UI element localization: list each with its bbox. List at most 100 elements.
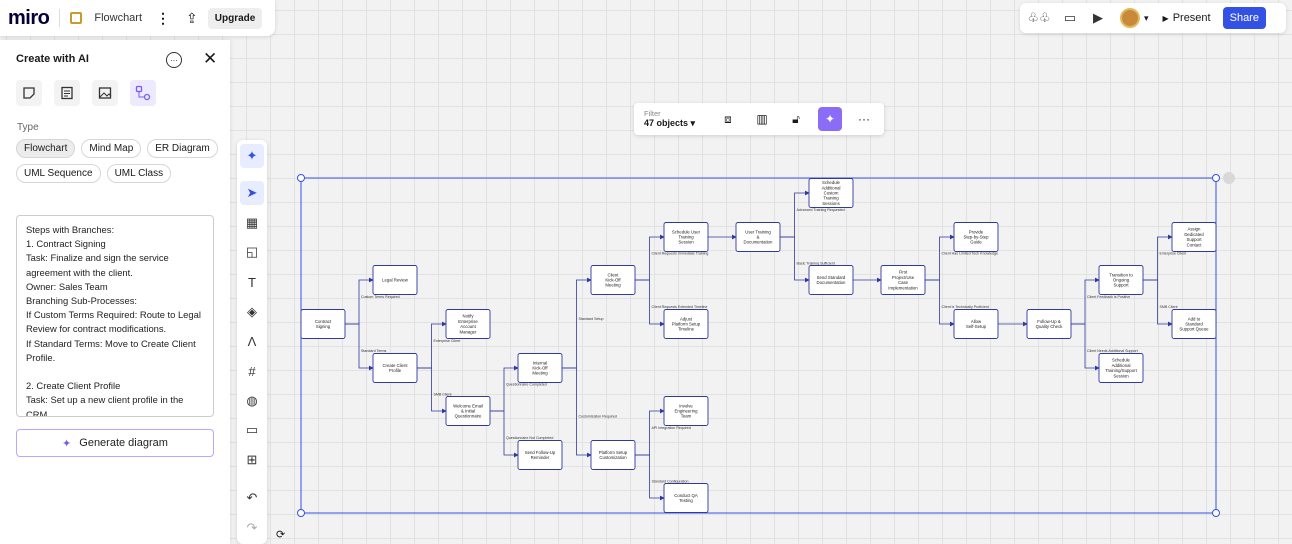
connector-n8-n10[interactable]: [635, 234, 665, 281]
connector-n6-n8[interactable]: [562, 277, 592, 369]
feedback-icon[interactable]: …: [166, 52, 182, 68]
templates-icon[interactable]: ▦: [245, 215, 259, 230]
sticky-note-icon[interactable]: ◱: [245, 244, 259, 259]
undo-icon[interactable]: ↶: [246, 490, 258, 505]
reactions-icon[interactable]: ♧♧: [1027, 10, 1051, 25]
drag-handle[interactable]: [1223, 172, 1235, 184]
node-box[interactable]: [735, 222, 781, 252]
selection-frame[interactable]: [300, 177, 1217, 514]
chevron-down-icon[interactable]: ▾: [1144, 12, 1149, 23]
format-icon[interactable]: ▥: [756, 112, 768, 126]
select-tool-icon[interactable]: ➤: [240, 181, 264, 205]
node-box[interactable]: [590, 440, 636, 470]
selection-handles[interactable]: [297, 174, 1220, 517]
connector-n21-n23[interactable]: [1143, 234, 1173, 281]
connector-n21-n24[interactable]: [1143, 279, 1173, 327]
node-box[interactable]: [1171, 222, 1217, 252]
connector-n14-n16[interactable]: [780, 236, 810, 283]
chip-mind-map[interactable]: Mind Map: [81, 139, 142, 158]
export-icon[interactable]: ⇪: [186, 9, 198, 26]
node-box[interactable]: [1098, 353, 1144, 383]
node-box[interactable]: [372, 353, 418, 383]
node-box[interactable]: [590, 265, 636, 295]
sticky-note-mode-icon[interactable]: [16, 80, 42, 106]
palette-icon[interactable]: ◍: [246, 393, 258, 408]
connector-n6-n9[interactable]: [562, 367, 592, 458]
present-button[interactable]: ▶Present: [1157, 12, 1217, 24]
node-box[interactable]: [663, 309, 709, 339]
prompt-textarea[interactable]: Steps with Branches: 1. Contract Signing…: [16, 215, 214, 417]
rotate-handle-icon[interactable]: ⟳: [276, 529, 286, 541]
flow-node[interactable]: Legal Review: [372, 265, 418, 295]
connector-n5-n7[interactable]: [490, 410, 519, 458]
connector-n5-n6[interactable]: [490, 365, 519, 412]
comment-screen-icon[interactable]: ▭: [1063, 10, 1077, 25]
connector-n3-n5[interactable]: [417, 367, 447, 414]
node-box[interactable]: [445, 396, 491, 426]
close-icon[interactable]: ✕: [203, 49, 218, 68]
more-options-icon[interactable]: ⋮: [156, 10, 171, 26]
chip-er-diagram[interactable]: ER Diagram: [147, 139, 218, 158]
more-icon[interactable]: ···: [858, 112, 870, 126]
board-title[interactable]: Flowchart: [94, 12, 143, 24]
pen-icon[interactable]: Λ: [247, 333, 257, 349]
generate-diagram-button[interactable]: ✦ Generate diagram: [16, 429, 214, 457]
node-box[interactable]: [953, 309, 999, 339]
connector-n1-n3[interactable]: [345, 323, 374, 371]
node-box[interactable]: [663, 483, 709, 513]
node-box[interactable]: [880, 265, 926, 295]
connector-n17-n18[interactable]: [925, 234, 955, 281]
node-box[interactable]: [372, 265, 418, 295]
text-tool-icon[interactable]: T: [248, 274, 256, 290]
connector-n8-n11[interactable]: [635, 279, 665, 327]
connector-n20-n21[interactable]: [1071, 277, 1100, 325]
chip-flowchart[interactable]: Flowchart: [16, 139, 76, 158]
node-box[interactable]: [1171, 309, 1217, 339]
document-mode-icon[interactable]: [54, 80, 80, 106]
ai-assist-icon[interactable]: ✦: [818, 107, 842, 131]
upgrade-button[interactable]: Upgrade: [207, 7, 263, 29]
connector-n20-n22[interactable]: [1071, 323, 1100, 371]
chip-uml-sequence[interactable]: UML Sequence: [16, 164, 101, 183]
add-more-icon[interactable]: ⊞: [246, 452, 258, 467]
avatar[interactable]: [1120, 8, 1140, 28]
node-box[interactable]: [1098, 265, 1144, 295]
node-box[interactable]: [663, 222, 709, 252]
frame-icon[interactable]: #: [248, 363, 256, 379]
connector-n9-n13[interactable]: [635, 454, 665, 501]
image-mode-icon[interactable]: [92, 80, 118, 106]
video-call-icon[interactable]: ▶: [1093, 10, 1103, 25]
shapes-icon[interactable]: ◈: [247, 304, 257, 319]
connector-n3-n4[interactable]: [417, 321, 447, 369]
node-box[interactable]: [517, 353, 563, 383]
fit-to-content-icon[interactable]: ⧈: [724, 111, 732, 126]
node-box[interactable]: [1026, 309, 1072, 339]
connector-n14-n15[interactable]: [780, 190, 810, 238]
flow-node[interactable]: Follow-Up &Quality Check: [1026, 309, 1072, 339]
node-box[interactable]: [663, 396, 709, 426]
lock-icon[interactable]: 🔓︎: [792, 111, 800, 126]
connector-n9-n12[interactable]: [635, 408, 665, 456]
node-box[interactable]: [808, 265, 854, 295]
node-box[interactable]: [300, 309, 346, 339]
chip-uml-class[interactable]: UML Class: [106, 164, 172, 183]
